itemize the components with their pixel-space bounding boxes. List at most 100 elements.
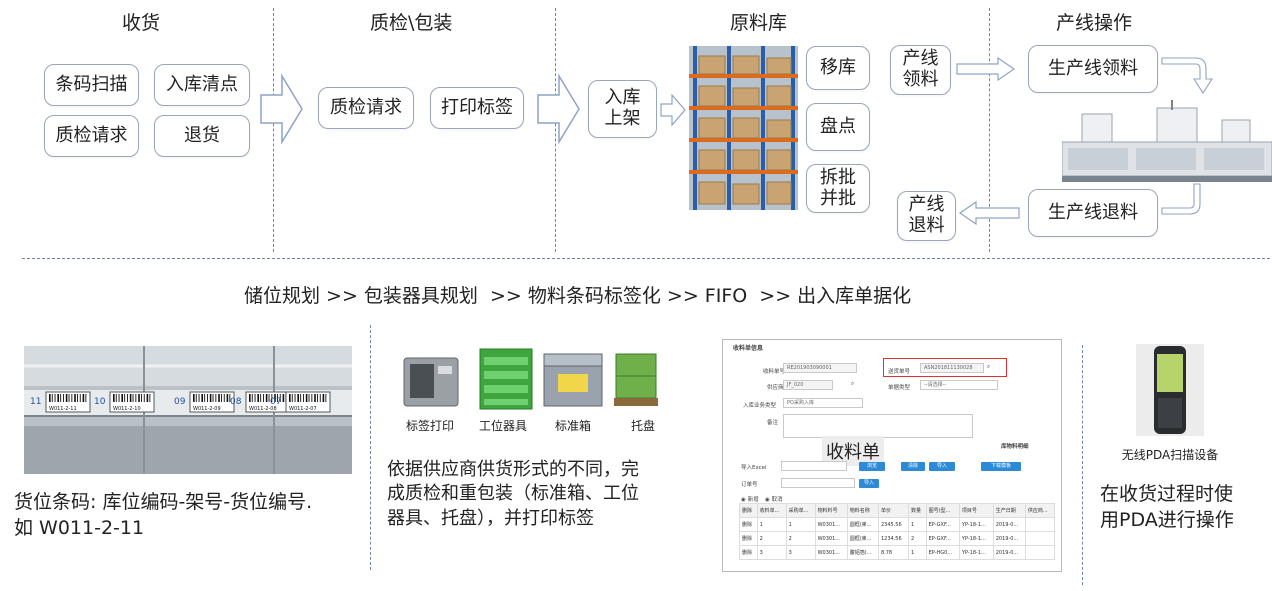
barcode-bar [193, 394, 195, 402]
standard-box-image [543, 353, 603, 407]
arrow-right-icon [537, 74, 580, 144]
import-file-field[interactable] [781, 461, 847, 471]
table-header-cell: 单价 [877, 503, 910, 518]
barcode-bar [221, 394, 222, 402]
table-cell: EP-GXF... [925, 517, 960, 532]
barcode-bar [141, 394, 142, 402]
search-icon[interactable]: ⌕ [987, 364, 991, 370]
clear-button[interactable]: 清除 [901, 462, 925, 471]
warehouse-box-stocktake: 盘点 [806, 103, 870, 151]
barcode-bar [297, 394, 299, 402]
shelf-location-code: W011-2-07 [289, 406, 317, 412]
table-header-cell: 采购单... [785, 503, 816, 518]
barcode-bar [60, 394, 62, 402]
delete-row-button[interactable]: 删除 [739, 545, 758, 560]
shelf-barcode-label [285, 391, 331, 413]
order-no-label: 订单号 [741, 482, 758, 488]
curved-arrow-back-icon [1161, 183, 1201, 215]
receive-box-barcode-scan: 条码扫描 [44, 64, 139, 106]
barcode-bar [115, 394, 117, 402]
table-cell [1024, 545, 1056, 560]
barcode-bar [149, 394, 151, 402]
barcode-bar [303, 394, 304, 402]
table-cell: 2019-0... [992, 517, 1026, 532]
import-order-button[interactable]: 导入 [859, 479, 879, 488]
production-machine-image [1062, 100, 1272, 182]
horizontal-divider [22, 258, 1270, 259]
doc-type-select[interactable]: --请选择-- [920, 380, 998, 390]
barcode-bar [268, 394, 270, 402]
divider-1 [273, 8, 274, 252]
biz-type-select[interactable]: PO采购入库 [783, 398, 863, 408]
pda-device-image [1136, 344, 1204, 436]
radio-add[interactable]: ◉ 新增 [741, 497, 759, 503]
remark-label: 备注 [767, 420, 779, 426]
barcode-bar [63, 394, 64, 402]
line-box-return: 生产线退料 [1028, 189, 1158, 237]
qc-box-print-label: 打印标签 [430, 87, 524, 129]
divider-bottom-1 [370, 325, 371, 570]
shelf-slot-number: 08 [230, 397, 242, 407]
receipt-no-field[interactable]: RE201903090001 [783, 363, 857, 373]
barcode-bar [146, 394, 149, 402]
barcode-bar [127, 394, 128, 402]
search-icon[interactable]: ⌕ [851, 381, 855, 387]
barcode-bar [74, 394, 76, 402]
barcode-bar [265, 394, 268, 402]
remark-field[interactable] [783, 414, 973, 438]
barcode-bar [215, 394, 217, 402]
table-cell: 1 [908, 545, 927, 560]
download-template-button[interactable]: 下载模板 [981, 462, 1021, 471]
equipment-workstation-rack: 工位器具 [478, 419, 527, 433]
delivery-no-field[interactable]: ASN201811130028 [920, 363, 984, 373]
barcode-bar [263, 394, 264, 402]
table-cell: YP-18-1... [958, 517, 994, 532]
barcode-bar [195, 394, 197, 402]
delete-row-button[interactable]: 删除 [739, 531, 758, 546]
table-cell: 2019-0... [992, 531, 1026, 546]
table-header-cell: 图号(型... [925, 503, 960, 518]
shelf-location-code: W011-2-11 [49, 406, 77, 412]
barcode-bar [201, 394, 203, 402]
radio-cancel[interactable]: ◉ 取消 [765, 497, 783, 503]
barcode-bar [282, 394, 285, 402]
table-cell: 2345.56 [877, 517, 910, 532]
import-button[interactable]: 导入 [929, 462, 955, 471]
barcode-bar [229, 394, 231, 402]
table-cell: 2019-0... [992, 545, 1026, 560]
barcode-bar [51, 394, 53, 402]
line-box-return-small: 产线 退料 [897, 191, 956, 241]
section-title-receive: 收货 [122, 12, 161, 34]
barcode-bar [226, 394, 229, 402]
barcode-bar [65, 394, 68, 402]
delete-row-button[interactable]: 删除 [739, 517, 758, 532]
doc-type-label: 单据类型 [888, 385, 911, 391]
section-title-raw-warehouse: 原料库 [730, 12, 788, 34]
equipment-standard-box: 标准箱 [554, 419, 591, 433]
qc-box-qc-request: 质检请求 [318, 87, 414, 129]
receipt-form-screenshot: 收料单信息 收料单号 RE201903090001 送货单号 ASN201811… [722, 339, 1062, 572]
table-cell: 1 [756, 517, 787, 532]
barcode-bar [300, 394, 302, 402]
location-barcode-caption: 货位条码: 库位编码-架号-货位编号. 如 W011-2-11 [14, 491, 313, 539]
divider-3 [989, 8, 990, 252]
table-cell: W0301... [814, 545, 848, 560]
barcode-bar [113, 394, 115, 402]
table-cell [1024, 531, 1056, 546]
barcode-bar [218, 394, 220, 402]
divider-2 [555, 8, 556, 252]
barcode-bar [322, 394, 325, 402]
putaway-label: 入库 上架 [604, 87, 641, 129]
order-no-field[interactable] [781, 478, 855, 488]
barcode-bar [143, 394, 145, 402]
barcode-bar [77, 394, 78, 402]
barcode-bar [82, 394, 85, 402]
barcode-bar [305, 394, 308, 402]
curved-arrow-down-icon [1161, 57, 1214, 95]
browse-button[interactable]: 浏览 [859, 462, 885, 471]
supplier-field[interactable]: JF_020 [783, 380, 833, 390]
equipment-label-printer: 标签打印 [405, 419, 454, 433]
